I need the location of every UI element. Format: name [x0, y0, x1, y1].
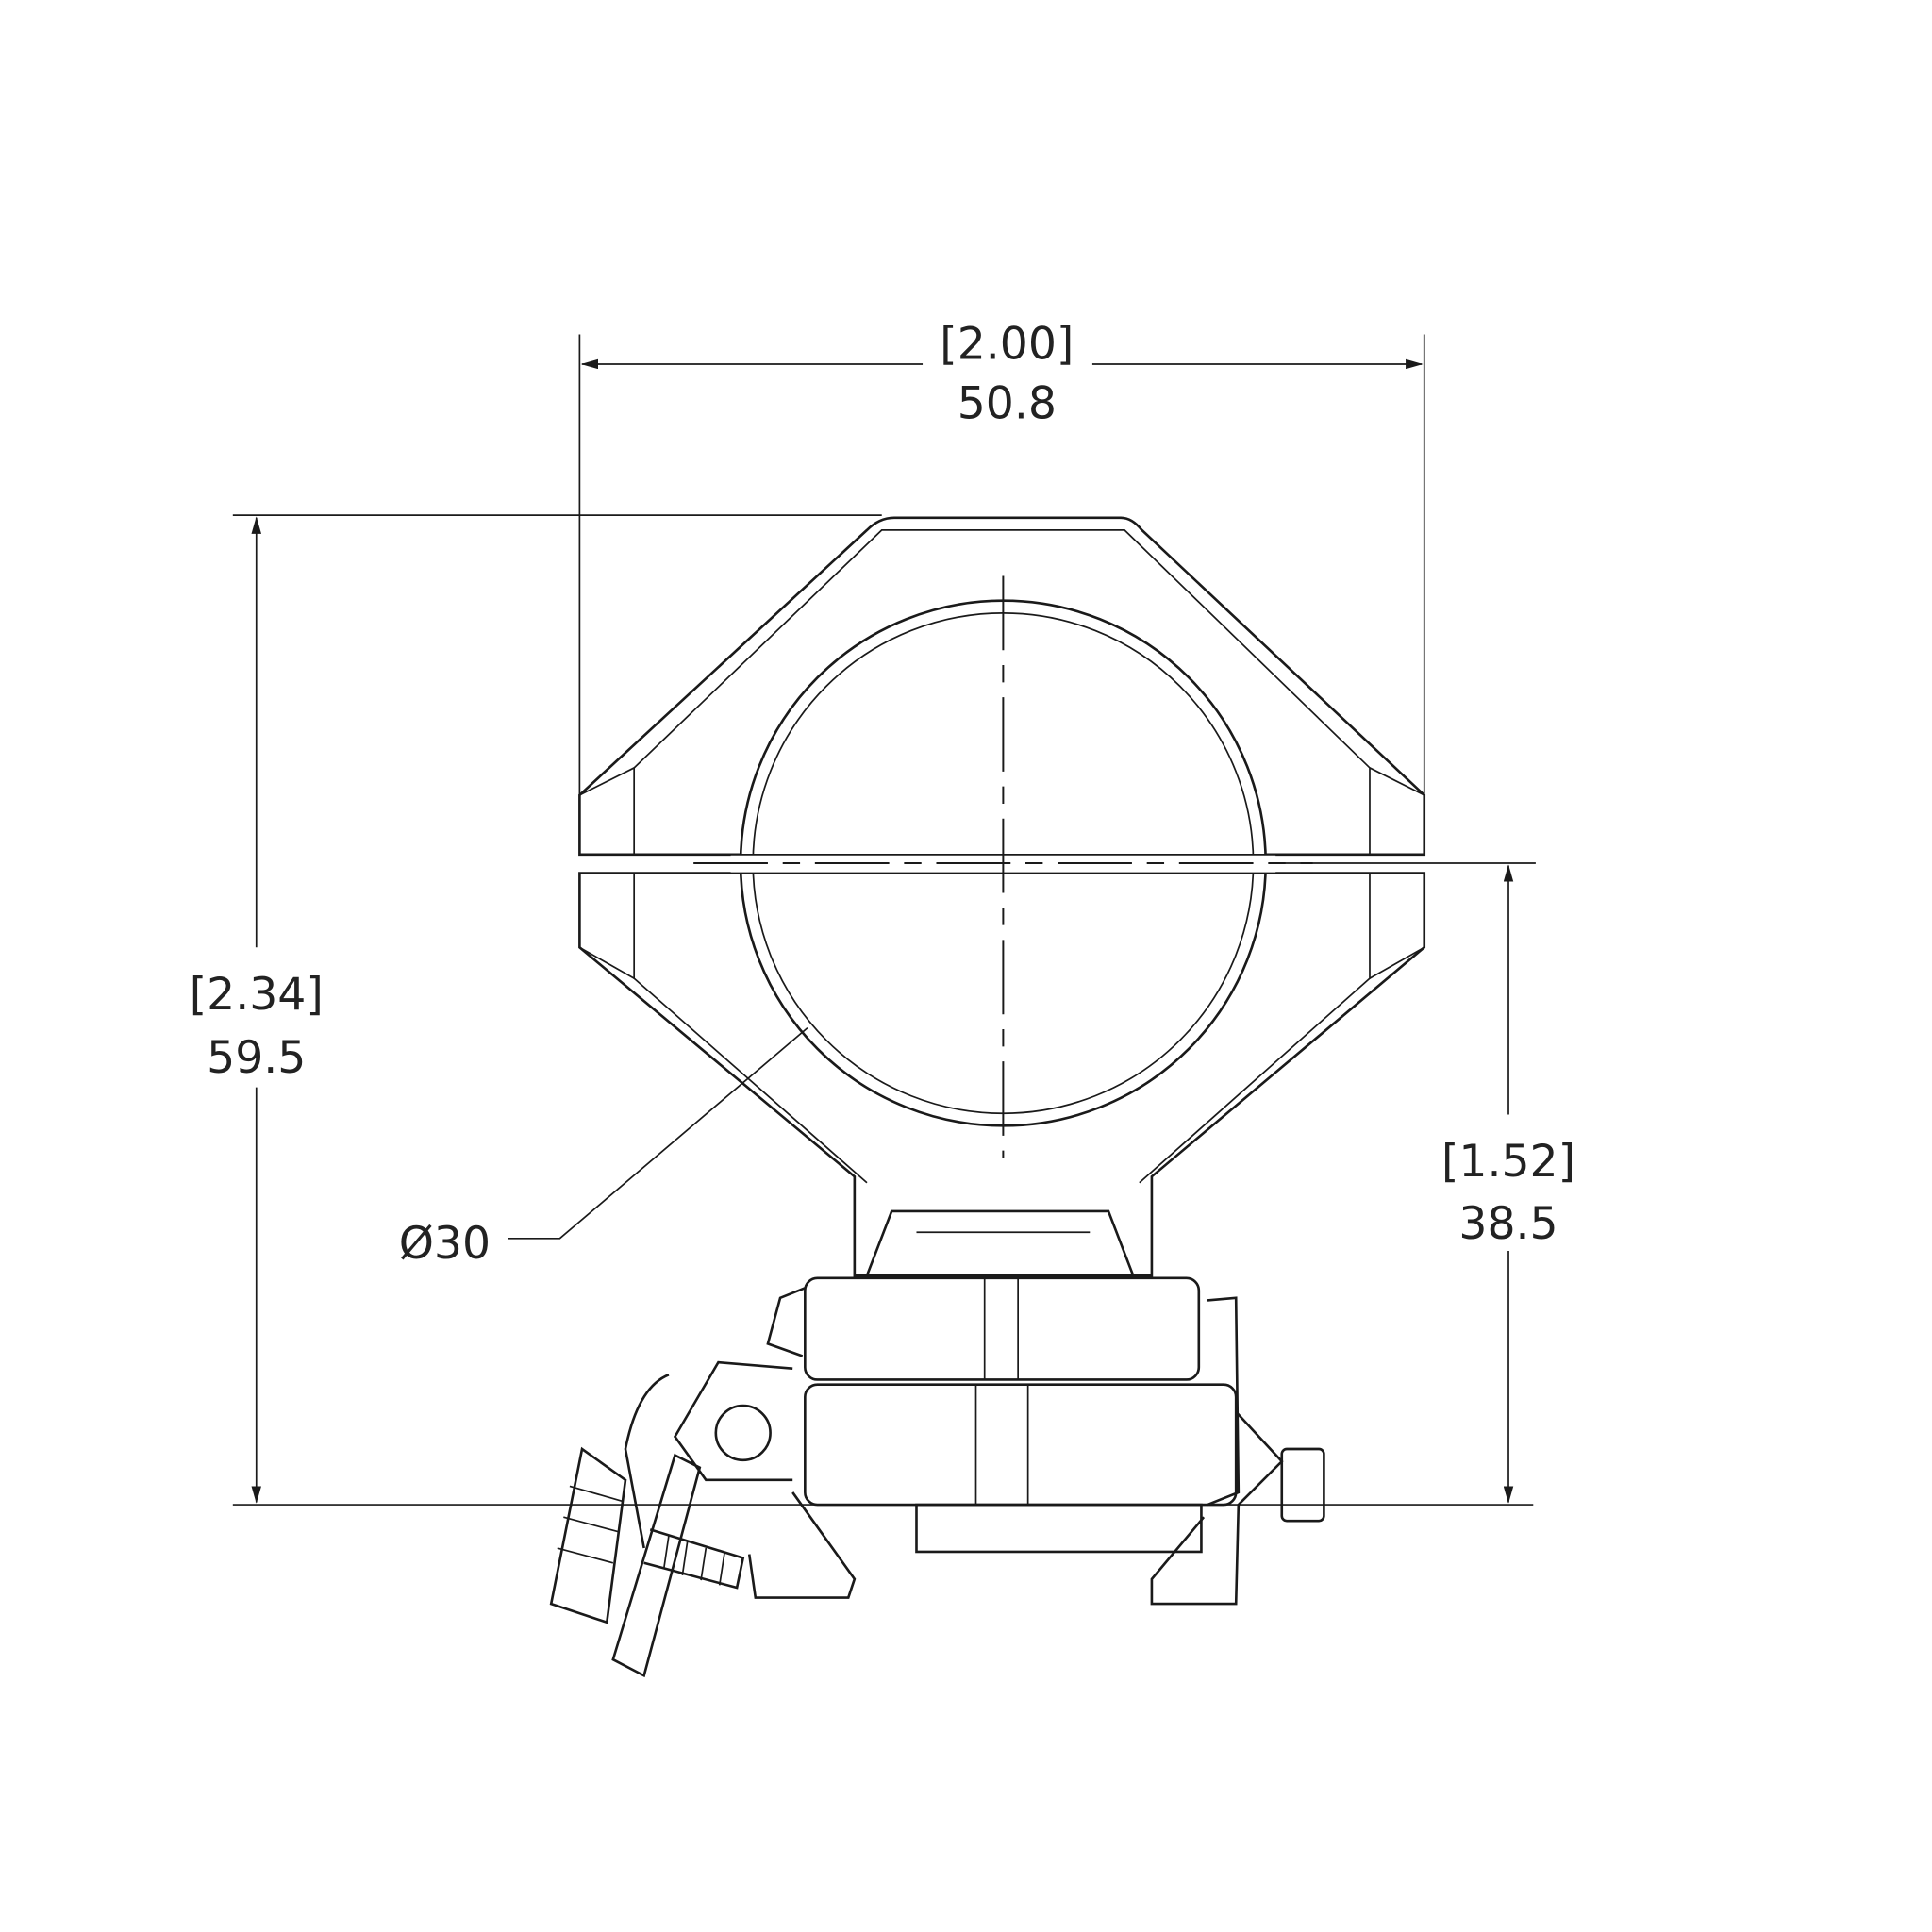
center-height-mm: 38.5	[1458, 1198, 1557, 1250]
ring-lower	[578, 872, 1426, 1277]
height-inch: [2.34]	[190, 969, 324, 1021]
height-dimension: [2.34] 59.5	[190, 514, 1534, 1506]
width-mm: 50.8	[958, 378, 1057, 430]
width-inch: [2.00]	[940, 319, 1074, 371]
base-clamp	[549, 1209, 1325, 1678]
height-mm: 59.5	[207, 1032, 306, 1084]
width-dimension: [2.00] 50.8	[578, 319, 1425, 799]
bore-diameter-leader: Ø30	[399, 1026, 808, 1270]
centerlines	[693, 575, 1313, 1158]
bore-diameter-label: Ø30	[399, 1218, 491, 1270]
center-height-dimension: [1.52] 38.5	[1090, 862, 1575, 1504]
center-height-inch: [1.52]	[1441, 1136, 1575, 1188]
ring-upper	[578, 516, 1426, 857]
